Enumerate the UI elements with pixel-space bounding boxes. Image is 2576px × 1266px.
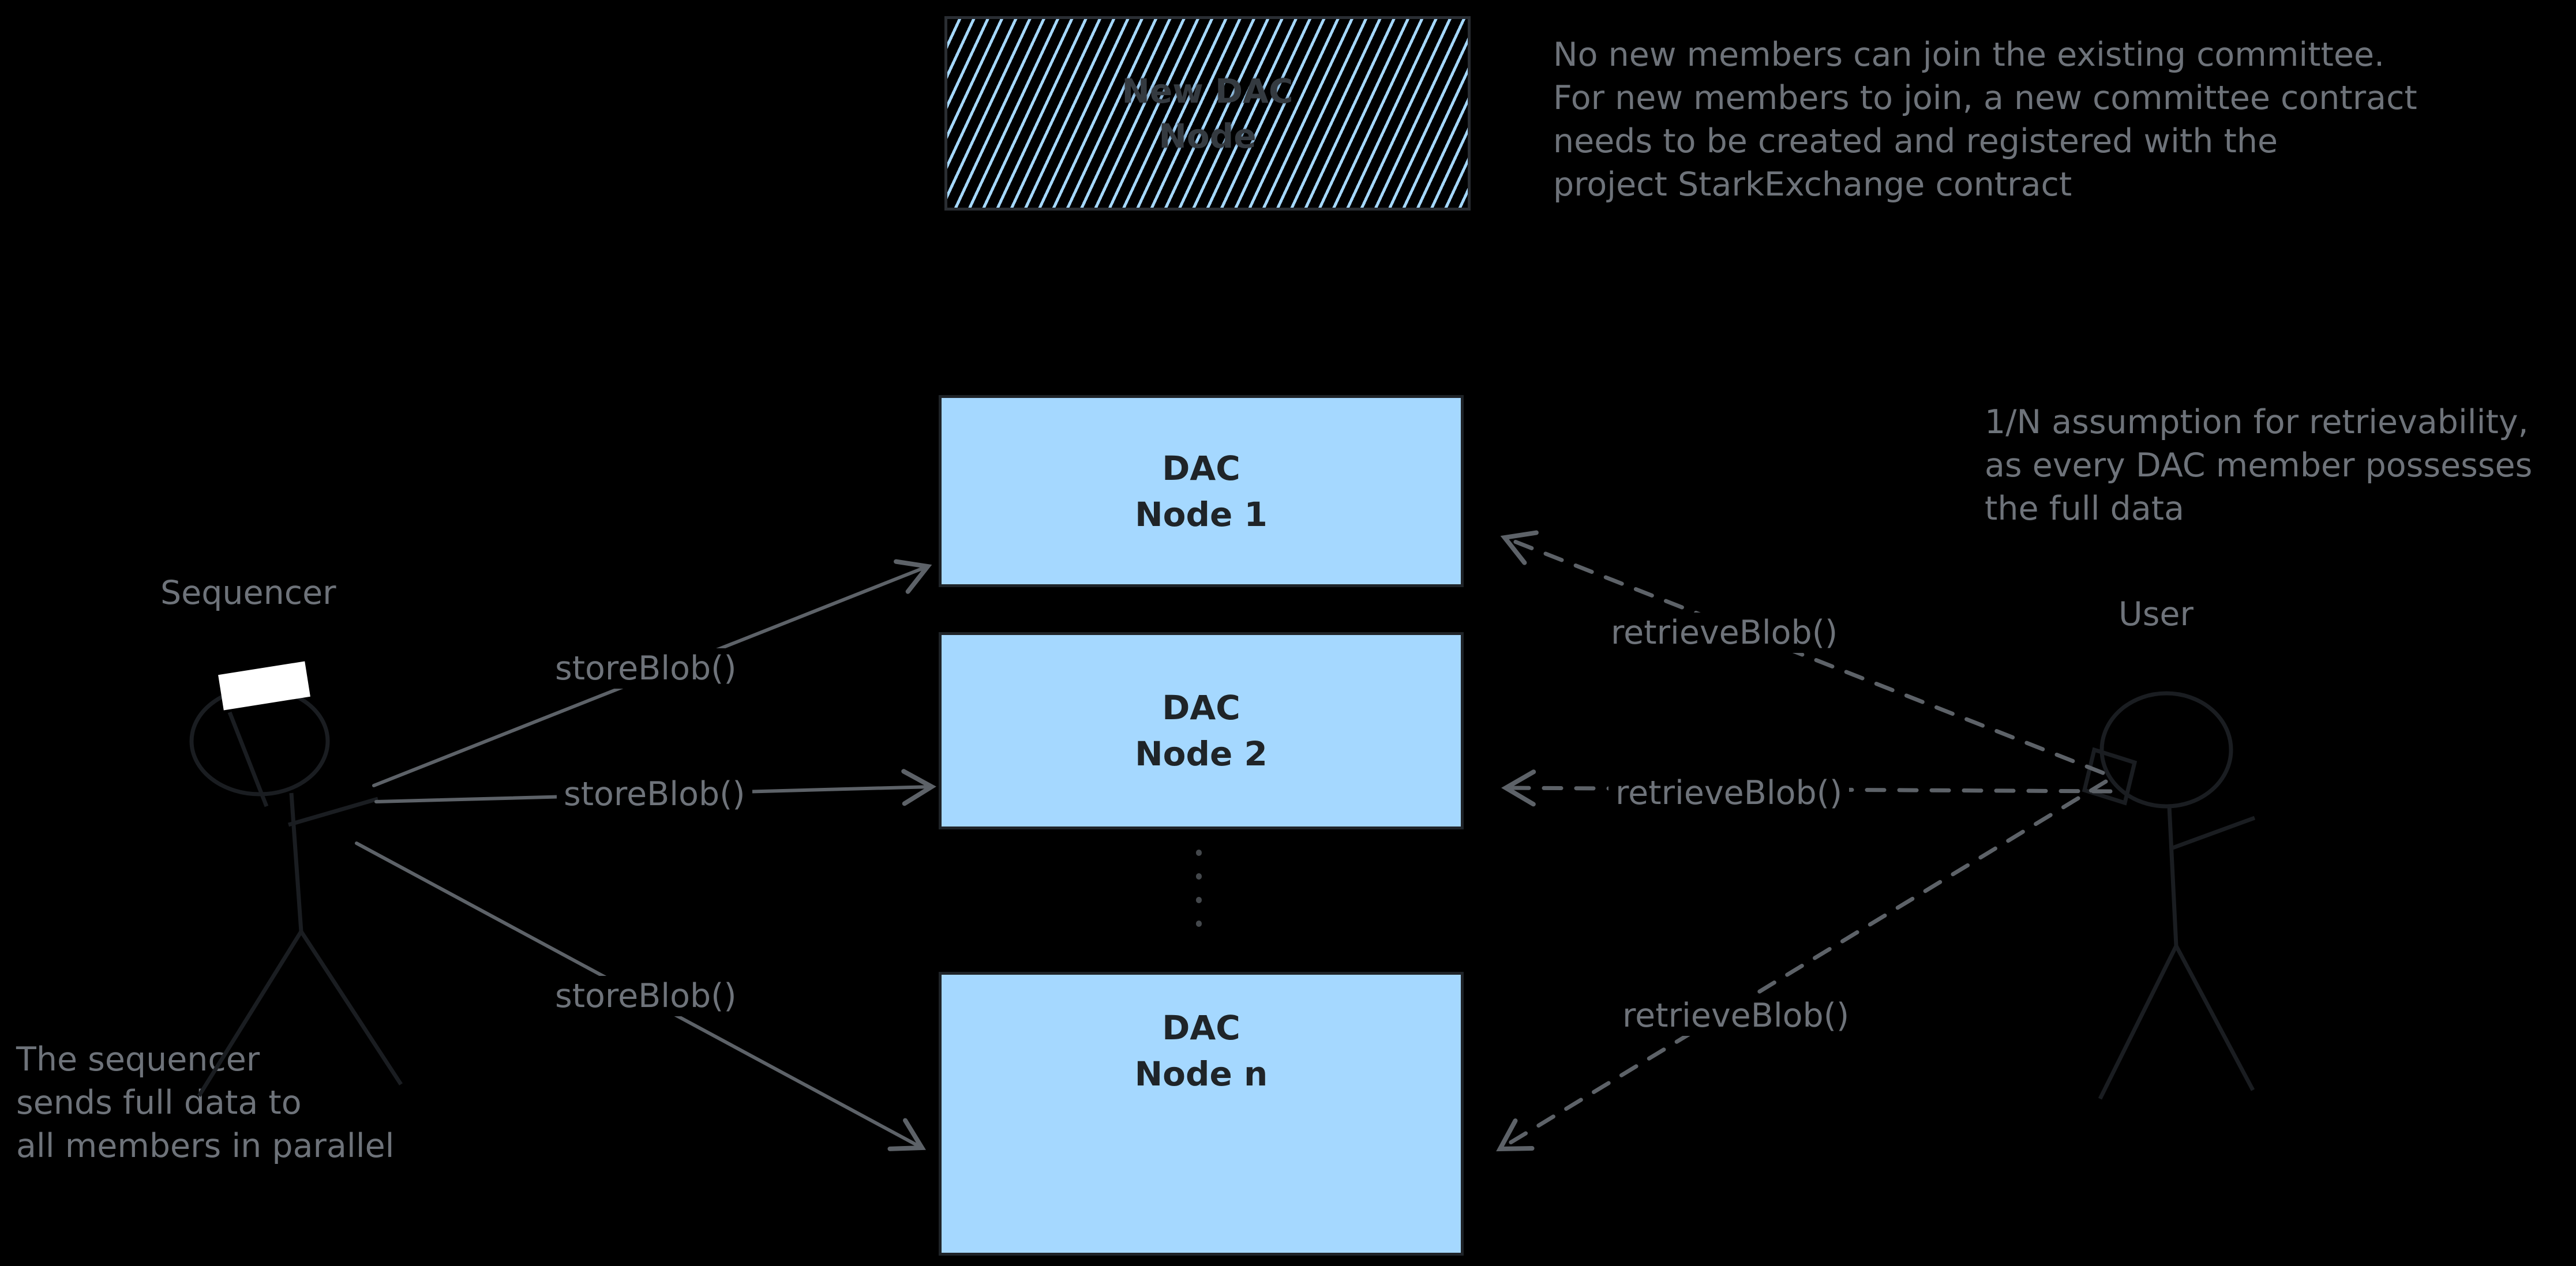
user-figure-leg	[2098, 945, 2178, 1100]
dac-node-2-box: DAC Node 2	[939, 632, 1464, 829]
store-blob-label: storeBlob()	[557, 774, 752, 814]
sequencer-figure-arm	[288, 797, 378, 827]
user-figure-body	[2167, 806, 2178, 946]
note-line: 1/N assumption for retrievability,	[1985, 403, 2529, 441]
retrieve-arrow-node-n	[1496, 779, 2108, 1152]
note-line: The sequencer	[16, 1040, 260, 1079]
dac-node-n-label-line: DAC	[1162, 1008, 1240, 1047]
user-label: User	[2118, 595, 2193, 633]
store-blob-label: storeBlob()	[548, 976, 744, 1016]
retrieve-arrow-node-1	[1500, 530, 2105, 775]
note-line: needs to be created and registered with …	[1553, 122, 2278, 160]
note-line: No new members can join the existing com…	[1553, 36, 2385, 74]
user-figure-leg	[2174, 945, 2255, 1091]
sequencer-figure-arm	[227, 711, 269, 807]
committee-note: No new members can join the existing com…	[1553, 33, 2417, 206]
note-line: project StarkExchange contract	[1553, 166, 2072, 204]
sequencer-figure-leg	[299, 930, 403, 1085]
sequencer-figure	[189, 686, 403, 1097]
dac-node-2-label-line: DAC	[1162, 688, 1240, 727]
dac-node-1-label-line: DAC	[1162, 448, 1240, 488]
new-dac-node-box: New DAC Node	[944, 16, 1471, 211]
user-figure-phone	[2082, 747, 2138, 806]
dac-node-n-label-line: Node n	[1134, 1054, 1268, 1094]
sequencer-figure-body	[289, 792, 303, 932]
retrieve-blob-label: retrieveBlob()	[1608, 773, 1850, 813]
dac-node-2-label-line: Node 2	[1135, 734, 1268, 773]
note-line: as every DAC member possesses	[1985, 446, 2533, 484]
note-line: sends full data to	[16, 1084, 302, 1122]
retrieve-blob-label: retrieveBlob()	[1604, 613, 1845, 653]
retrievability-note: 1/N assumption for retrievability, as ev…	[1985, 401, 2532, 531]
new-dac-node-label-line: Node	[1158, 116, 1257, 156]
sequencer-note: The sequencer sends full data to all mem…	[16, 1038, 394, 1168]
dac-node-n-box: DAC Node n	[939, 972, 1464, 1256]
sequencer-label: Sequencer	[160, 574, 336, 612]
user-figure-head	[2099, 691, 2233, 809]
user-figure	[2082, 691, 2256, 1100]
user-figure-arm	[2172, 816, 2256, 850]
new-dac-node-label-line: New DAC	[1122, 71, 1293, 111]
note-line: all members in parallel	[16, 1127, 395, 1165]
sequencer-figure-leg	[197, 930, 303, 1097]
note-line: For new members to join, a new committee…	[1553, 79, 2417, 117]
note-line: the full data	[1985, 490, 2185, 528]
retrieve-blob-label: retrieveBlob()	[1615, 995, 1857, 1036]
dac-node-1-label-line: Node 1	[1135, 494, 1268, 534]
store-blob-label: storeBlob()	[548, 648, 744, 689]
dac-node-1-box: DAC Node 1	[939, 395, 1464, 587]
